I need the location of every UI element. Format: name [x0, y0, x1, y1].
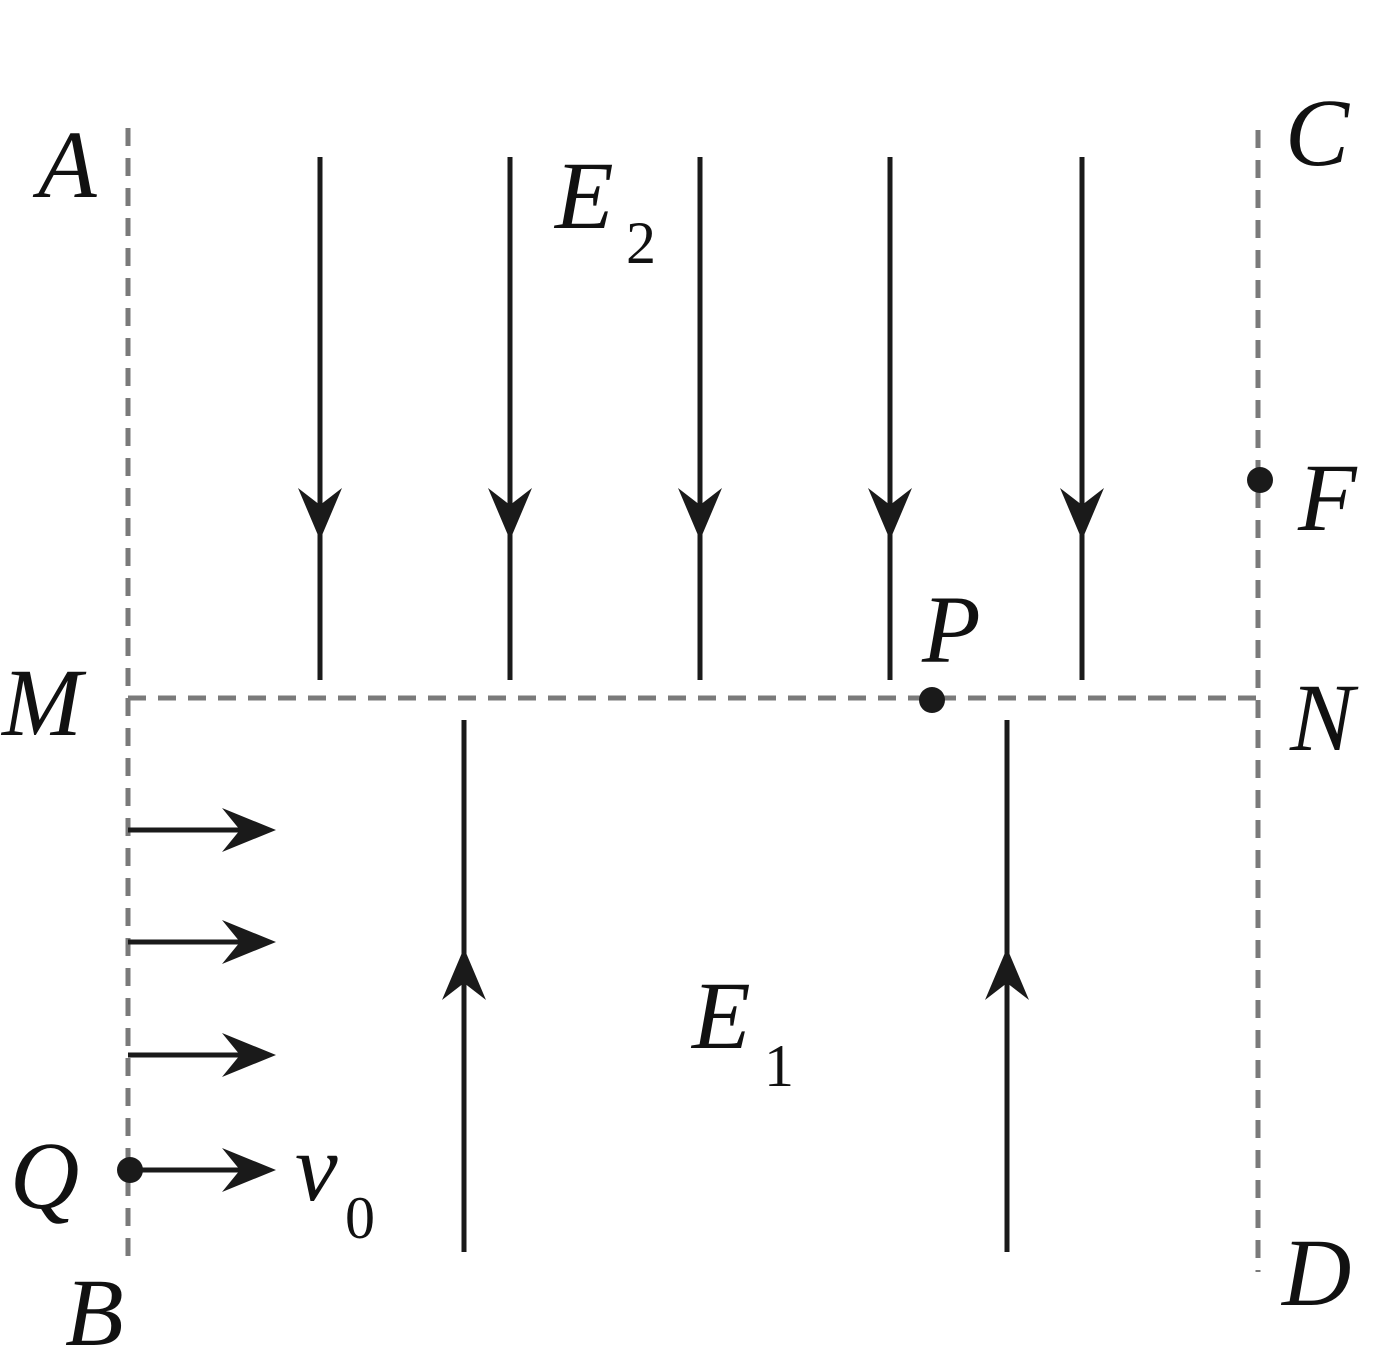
label-F: F: [1297, 444, 1358, 551]
velocity-arrows: [128, 808, 276, 1192]
label-E1-subscript: 1: [764, 1033, 794, 1099]
e2-line: [488, 157, 532, 680]
label-E1: E: [690, 962, 751, 1069]
e2-field-lines: [298, 157, 1104, 680]
velocity-arrow: [128, 1033, 276, 1077]
e2-line: [298, 157, 342, 680]
arrow-down-icon: [1060, 488, 1104, 540]
velocity-arrow-v0: [128, 1148, 276, 1192]
arrow-up-icon: [442, 948, 486, 1000]
arrow-up-icon: [985, 948, 1029, 1000]
label-N: N: [1289, 664, 1359, 771]
arrow-right-icon: [222, 1033, 276, 1077]
e2-line: [868, 157, 912, 680]
e2-line: [678, 157, 722, 680]
velocity-arrow: [128, 920, 276, 964]
label-E2: E: [553, 142, 614, 249]
point-Q: [117, 1157, 143, 1183]
point-P: [919, 687, 945, 713]
arrow-right-icon: [222, 1148, 276, 1192]
label-A: A: [32, 111, 97, 218]
arrow-down-icon: [298, 488, 342, 540]
label-M: M: [0, 649, 87, 756]
arrow-down-icon: [678, 488, 722, 540]
label-P: P: [921, 576, 981, 683]
point-F: [1247, 467, 1273, 493]
arrow-right-icon: [222, 808, 276, 852]
e1-field-lines: [442, 720, 1029, 1252]
arrow-down-icon: [488, 488, 532, 540]
label-v0-subscript: 0: [345, 1185, 375, 1251]
label-E2-subscript: 2: [626, 210, 656, 276]
e1-line: [442, 720, 486, 1252]
label-C: C: [1285, 79, 1350, 186]
label-D: D: [1280, 1219, 1351, 1326]
velocity-arrow: [128, 808, 276, 852]
label-B: B: [65, 1259, 124, 1362]
arrow-down-icon: [868, 488, 912, 540]
label-Q: Q: [10, 1122, 79, 1229]
arrow-right-icon: [222, 920, 276, 964]
e2-line: [1060, 157, 1104, 680]
e1-line: [985, 720, 1029, 1252]
label-v0: v: [295, 1114, 338, 1221]
